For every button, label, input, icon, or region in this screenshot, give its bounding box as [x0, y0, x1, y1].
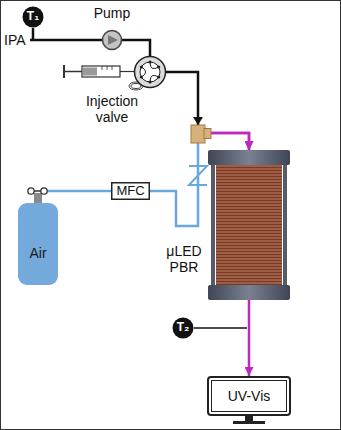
node-shape — [134, 56, 166, 88]
node-label: T₂ — [177, 321, 190, 335]
temperature-sensor: T₂ — [172, 317, 194, 339]
uv-vis-monitor: UV-Vis — [207, 376, 291, 416]
node-shape — [102, 30, 122, 50]
flow-segment — [122, 40, 150, 56]
node-label: Injection valve — [76, 93, 148, 125]
photoreactor: μLED PBR — [208, 150, 290, 300]
process-box: MFC — [111, 182, 150, 200]
tee-junction — [191, 125, 211, 143]
flow-segment — [248, 300, 251, 376]
check-valve — [189, 166, 207, 185]
node-shape — [208, 150, 290, 300]
flow-line — [166, 72, 249, 150]
flow-segment — [166, 72, 198, 133]
node-label: μLED PBR — [162, 243, 206, 275]
flow-segment — [150, 133, 198, 226]
injection-valve: Injection valve — [134, 56, 166, 88]
sensor-stem — [32, 28, 35, 40]
node-label: UV-Vis — [228, 388, 271, 404]
temperature-sensor: T₁ — [22, 6, 44, 28]
node-label: T₁ — [27, 10, 39, 24]
flow-line — [122, 40, 150, 56]
node-label: Air — [18, 245, 58, 261]
fluid-label: IPA — [4, 32, 26, 48]
arrow-head — [193, 117, 203, 125]
syringe — [64, 65, 134, 78]
pump-symbol: Pump — [102, 30, 122, 50]
gas-cylinder: Air — [18, 185, 58, 285]
flow-line — [58, 191, 111, 192]
flow-segment — [58, 190, 111, 193]
node-shape — [18, 185, 58, 285]
node-label: MFC — [116, 184, 144, 199]
feed-line — [30, 39, 102, 42]
sensor-stem — [194, 327, 247, 329]
flow-line — [249, 300, 250, 376]
node-label: Pump — [84, 5, 140, 21]
